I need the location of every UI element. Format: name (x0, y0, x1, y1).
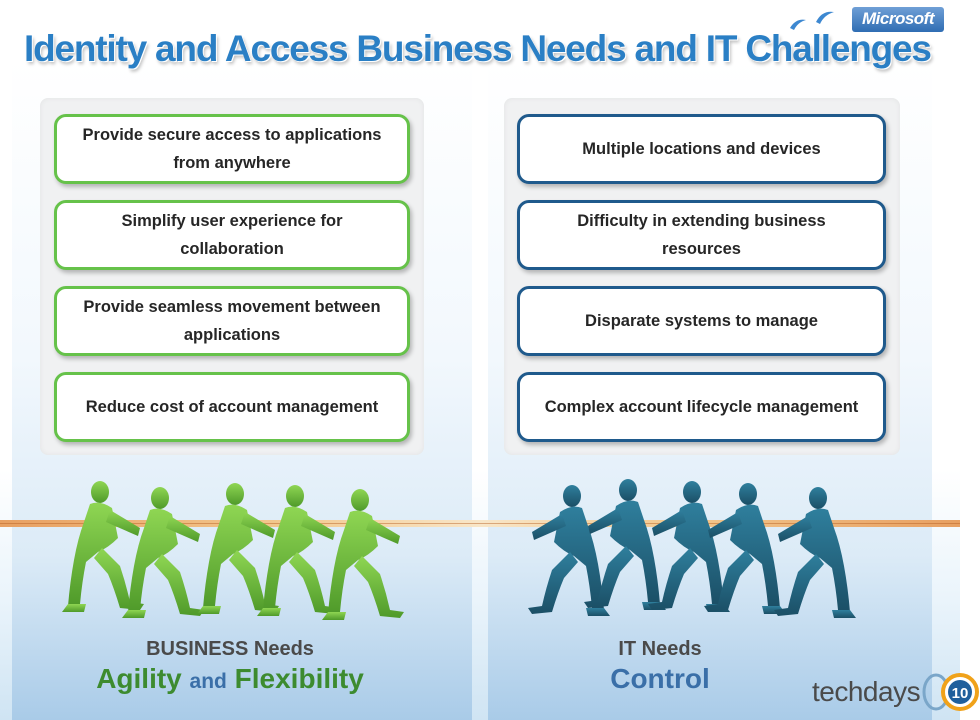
tug-of-war-rope (0, 520, 960, 527)
business-caption-line2: Agility and Flexibility (40, 662, 420, 699)
techdays-text: techdays (812, 676, 921, 707)
business-need-box: Provide seamless movement between applic… (54, 286, 410, 356)
it-team (528, 479, 856, 618)
techdays-logo: techdays 10 (812, 672, 980, 712)
it-challenge-box: Difficulty in extending business resourc… (517, 200, 886, 270)
bird-icon (790, 11, 834, 30)
microsoft-logo: Microsoft (852, 6, 944, 32)
business-need-box: Provide secure access to applications fr… (54, 114, 410, 184)
it-challenge-box: Disparate systems to manage (517, 286, 886, 356)
business-puller (122, 487, 204, 618)
microsoft-logo-area: Microsoft (786, 6, 944, 32)
business-caption: BUSINESS Needs Agility and Flexibility (40, 636, 420, 699)
it-caption-line2: Control (610, 663, 710, 694)
it-puller (774, 487, 856, 618)
business-need-box: Reduce cost of account management (54, 372, 410, 442)
techdays-10-badge: 10 (922, 673, 980, 711)
it-puller (528, 485, 610, 616)
flexibility-word: Flexibility (234, 663, 364, 694)
it-caption: IT Needs Control (560, 636, 760, 696)
it-challenge-box: Complex account lifecycle management (517, 372, 886, 442)
business-puller (322, 489, 404, 620)
and-word: and (189, 670, 227, 693)
techdays-number: 10 (952, 685, 969, 702)
it-caption-line1: IT Needs (618, 638, 702, 660)
it-puller (648, 481, 730, 612)
business-team (62, 481, 404, 620)
business-caption-line1: BUSINESS Needs (146, 638, 314, 660)
agility-word: Agility (96, 663, 182, 694)
business-puller (257, 485, 339, 616)
tug-of-war-figures (62, 479, 856, 620)
slide-title: Identity and Access Business Needs and I… (24, 28, 932, 69)
business-need-box: Simplify user experience for collaborati… (54, 200, 410, 270)
it-challenge-box: Multiple locations and devices (517, 114, 886, 184)
